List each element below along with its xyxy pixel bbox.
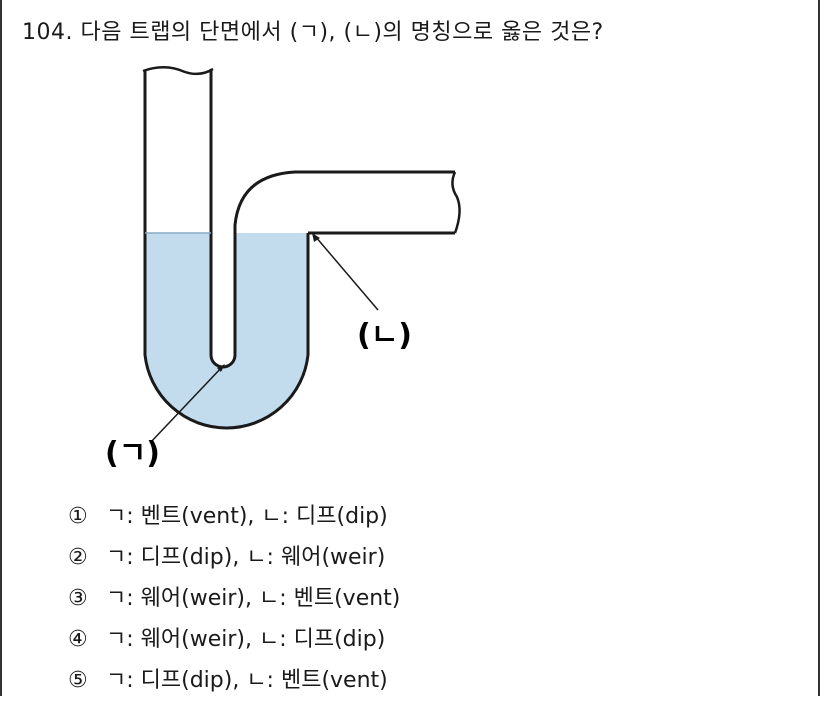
option-text: ㄱ: 벤트(vent), ㄴ: 디프(dip) xyxy=(106,504,388,529)
outlet-broken-end xyxy=(451,171,461,234)
arrowhead-b xyxy=(312,233,320,242)
option-text: ㄱ: 디프(dip), ㄴ: 웨어(weir) xyxy=(106,545,386,570)
option-1[interactable]: ① ㄱ: 벤트(vent), ㄴ: 디프(dip) xyxy=(68,500,400,541)
arrowhead-a xyxy=(217,364,225,372)
option-text: ㄱ: 웨어(weir), ㄴ: 디프(dip) xyxy=(106,627,386,652)
leader-line-a xyxy=(149,365,224,444)
option-3[interactable]: ③ ㄱ: 웨어(weir), ㄴ: 벤트(vent) xyxy=(68,582,400,623)
option-2[interactable]: ② ㄱ: 디프(dip), ㄴ: 웨어(weir) xyxy=(68,541,400,582)
option-number: ① xyxy=(68,504,88,529)
option-number: ② xyxy=(68,545,88,570)
water-seal xyxy=(145,233,308,428)
inlet-outer-wall xyxy=(143,71,310,430)
inlet-inner-wall xyxy=(209,71,237,369)
option-5[interactable]: ⑤ ㄱ: 디프(dip), ㄴ: 벤트(vent) xyxy=(68,664,400,705)
option-text: ㄱ: 웨어(weir), ㄴ: 벤트(vent) xyxy=(106,586,401,611)
option-text: ㄱ: 디프(dip), ㄴ: 벤트(vent) xyxy=(106,668,388,693)
option-number: ⑤ xyxy=(68,668,88,693)
answer-options: ① ㄱ: 벤트(vent), ㄴ: 디프(dip) ② ㄱ: 디프(dip), ㄴ:… xyxy=(68,500,400,705)
outlet-upper-wall xyxy=(233,170,455,233)
option-number: ④ xyxy=(68,627,88,652)
question-text: 104. 다음 트랩의 단면에서 (ㄱ), (ㄴ)의 명칭으로 옳은 것은? xyxy=(22,20,604,45)
label-b: (ㄴ) xyxy=(357,318,412,353)
inlet-broken-top xyxy=(142,66,214,76)
label-a: (ㄱ) xyxy=(105,436,160,471)
option-4[interactable]: ④ ㄱ: 웨어(weir), ㄴ: 디프(dip) xyxy=(68,623,400,664)
option-number: ③ xyxy=(68,586,88,611)
trap-cross-section-diagram: (ㄱ) (ㄴ) xyxy=(95,55,475,479)
leader-line-b xyxy=(314,235,379,311)
